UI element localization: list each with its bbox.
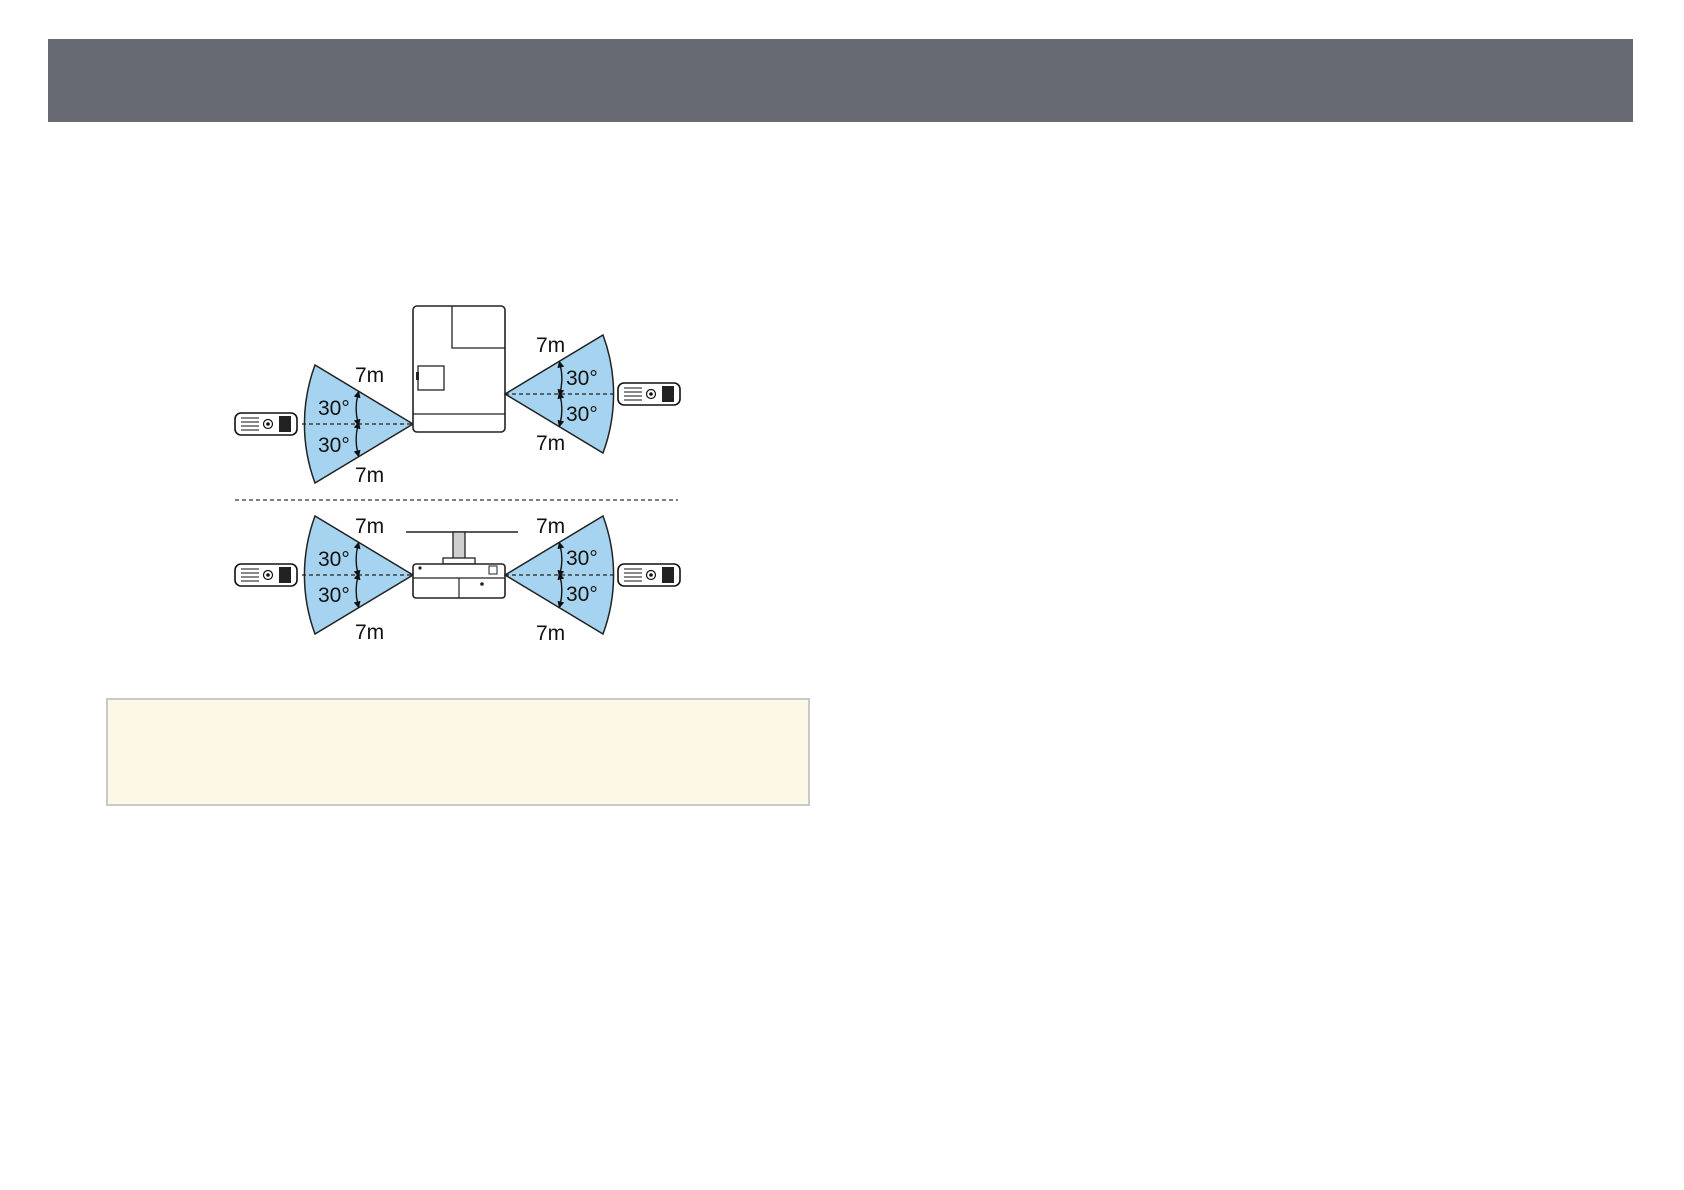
remote-control-icon (618, 564, 680, 586)
angle-label: 30° (318, 548, 350, 571)
distance-label: 7m (355, 515, 384, 538)
angle-label: 30° (566, 547, 598, 570)
distance-label: 7m (536, 515, 565, 538)
angle-label: 30° (566, 367, 598, 390)
angle-label: 30° (566, 403, 598, 426)
side-view: 7m 30° 30° 7m 7m 30° (235, 515, 680, 645)
angle-label: 30° (566, 583, 598, 606)
remote-range-diagram: 7m 30° 30° 7m 7m 30° 30° 7m (230, 300, 690, 650)
angle-label: 30° (318, 397, 350, 420)
distance-label: 7m (355, 621, 384, 644)
note-box (106, 698, 810, 806)
top-view: 7m 30° 30° 7m 7m 30° 30° 7m (235, 306, 680, 487)
projector-top-view-icon (413, 306, 505, 432)
angle-label: 30° (318, 584, 350, 607)
angle-label: 30° (318, 434, 350, 457)
remote-control-icon (235, 564, 297, 586)
distance-label: 7m (355, 364, 384, 387)
page-header-bar (48, 39, 1633, 122)
distance-label: 7m (536, 622, 565, 645)
distance-label: 7m (536, 334, 565, 357)
projector-ceiling-mount-icon (406, 532, 518, 598)
distance-label: 7m (536, 432, 565, 455)
distance-label: 7m (355, 464, 384, 487)
remote-control-icon (235, 413, 297, 435)
remote-control-icon (618, 383, 680, 405)
